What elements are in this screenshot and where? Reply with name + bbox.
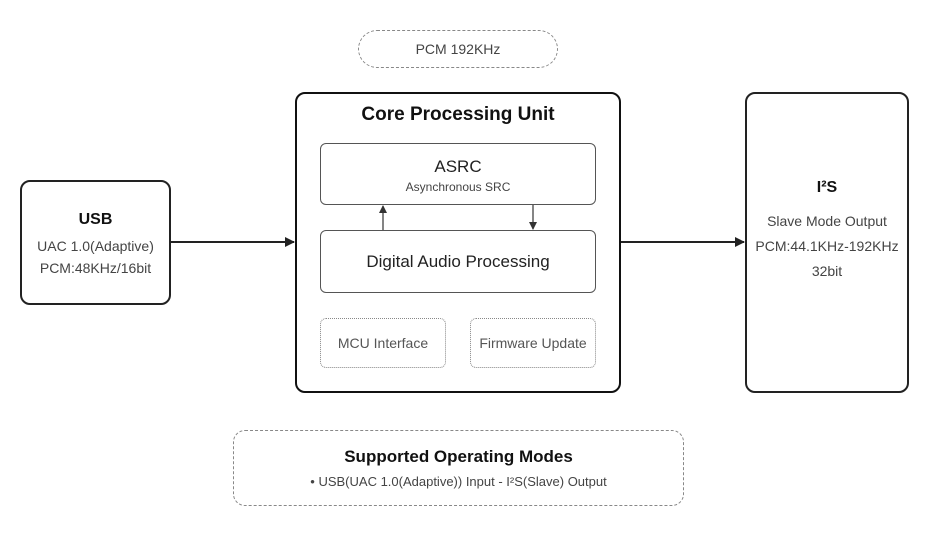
usb-protocol: UAC 1.0(Adaptive) [37,237,154,254]
i2s-depth: 32bit [811,263,843,279]
modes-item: • USB(UAC 1.0(Adaptive)) Input - I²S(Sla… [310,474,607,489]
usb-input-block: USB UAC 1.0(Adaptive) PCM:48KHz/16bit [20,180,171,305]
operating-modes-block: Supported Operating Modes • USB(UAC 1.0(… [233,430,684,506]
asrc-block: ASRC Asynchronous SRC [320,143,596,205]
asrc-title: ASRC [434,156,482,176]
mcu-label: MCU Interface [337,335,429,351]
pcm-rate-label: PCM 192KHz [415,41,501,57]
firmware-update-block: Firmware Update [470,318,596,368]
i2s-title: I²S [816,179,838,196]
i2s-output-block: I²S Slave Mode Output PCM:44.1KHz-192KHz… [745,92,909,393]
firmware-label: Firmware Update [479,335,587,351]
core-title: Core Processing Unit [361,104,555,125]
mcu-interface-block: MCU Interface [320,318,446,368]
usb-format: PCM:48KHz/16bit [39,259,152,276]
modes-title: Supported Operating Modes [344,447,573,466]
pcm-rate-pill: PCM 192KHz [358,30,558,68]
dap-label: Digital Audio Processing [366,251,550,271]
usb-title: USB [78,210,113,228]
i2s-rate: PCM:44.1KHz-192KHz [755,238,899,254]
digital-audio-processing-block: Digital Audio Processing [320,230,596,293]
core-processing-block [295,92,621,393]
i2s-mode: Slave Mode Output [767,213,887,229]
asrc-subtitle: Asynchronous SRC [405,179,511,194]
